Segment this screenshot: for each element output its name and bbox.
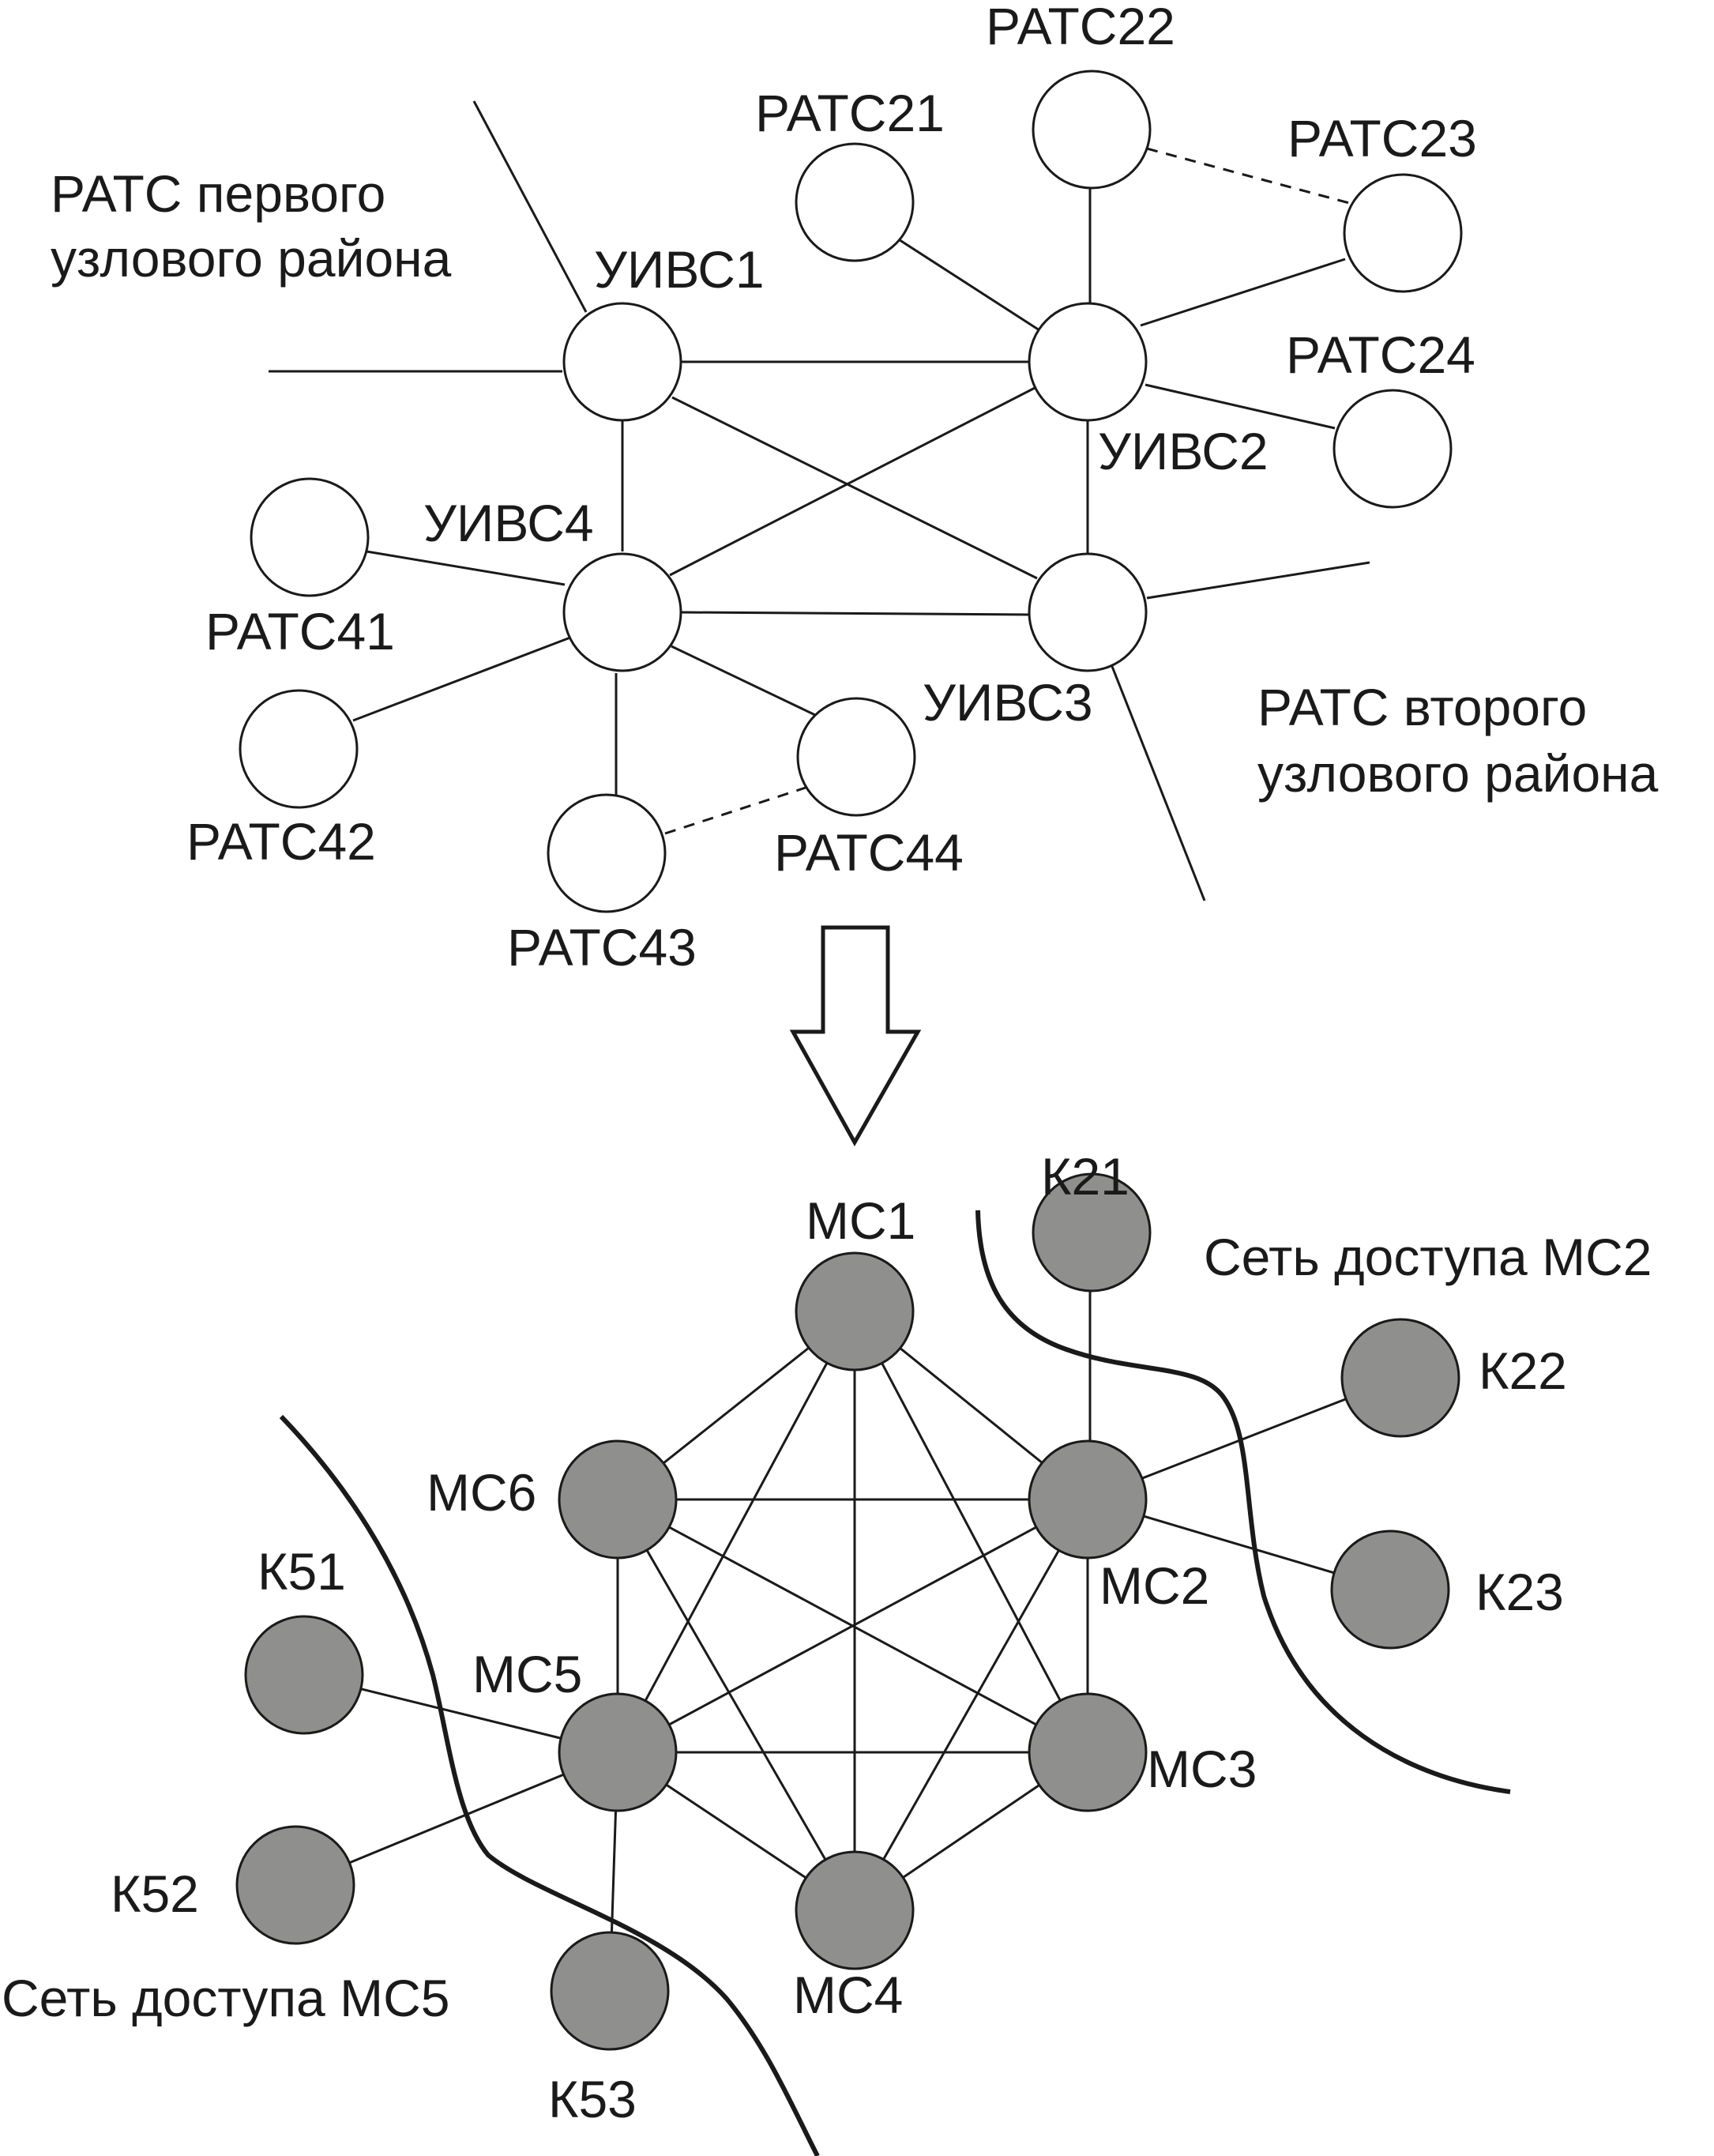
edge-u2-r21 xyxy=(894,235,1040,332)
node-mc5 xyxy=(558,1692,678,1812)
top-network: РАТС первого узлового района РАТС второг… xyxy=(51,0,1659,976)
node-r44 xyxy=(796,697,916,817)
bottom-network: МС1 МС2 МС3 МС4 МС5 МС6 К21 К22 К23 К51 … xyxy=(2,1147,1652,2156)
label-r22: РАТС22 xyxy=(986,0,1175,55)
node-r23 xyxy=(1343,173,1463,293)
label-first-region-line2: узлового района xyxy=(51,229,452,288)
label-k53: К53 xyxy=(548,2070,637,2128)
edge-mc1-mc3 xyxy=(853,1311,1089,1753)
node-mc3 xyxy=(1028,1692,1148,1812)
node-u1 xyxy=(562,302,682,422)
node-r43 xyxy=(547,793,667,913)
edge-u4-r42 xyxy=(352,636,571,722)
label-u1: УИВС1 xyxy=(594,240,765,299)
label-k51: К51 xyxy=(257,1542,346,1601)
label-u2: УИВС2 xyxy=(1098,422,1269,480)
label-k22: К22 xyxy=(1479,1341,1567,1400)
label-u3: УИВС3 xyxy=(923,673,1093,732)
label-mc2: МС2 xyxy=(1099,1556,1209,1615)
node-k53 xyxy=(550,1931,670,2051)
label-access-mc5: Сеть доступа МС5 xyxy=(2,1969,449,2027)
label-mc4: МС4 xyxy=(793,1966,903,2024)
label-r21: РАТС21 xyxy=(755,84,945,142)
label-mc3: МС3 xyxy=(1147,1740,1257,1798)
node-mc1 xyxy=(795,1251,915,1371)
node-u4 xyxy=(562,552,682,672)
node-mc4 xyxy=(795,1850,915,1970)
edge-r22-r23-dashed xyxy=(1146,147,1353,205)
node-r42 xyxy=(239,689,359,809)
edge-r43-r44-dashed xyxy=(664,786,806,835)
edge-u4-r41 xyxy=(366,550,566,586)
node-r41 xyxy=(250,477,370,597)
label-mc6: МС6 xyxy=(427,1463,536,1522)
node-k23 xyxy=(1330,1530,1450,1650)
label-r24: РАТС24 xyxy=(1286,325,1475,384)
label-second-region-line1: РАТС второго xyxy=(1257,678,1587,736)
label-r41: РАТС41 xyxy=(205,602,395,660)
label-r44: РАТС44 xyxy=(774,823,964,882)
node-r24 xyxy=(1332,389,1453,509)
edge-u3-external-right xyxy=(1146,561,1370,600)
node-u3 xyxy=(1028,552,1148,672)
label-access-mc2: Сеть доступа МС2 xyxy=(1204,1228,1652,1286)
edge-mc2-mc4 xyxy=(853,1499,1089,1911)
edge-mc1-mc5 xyxy=(616,1311,856,1753)
boundary-mc2-access xyxy=(975,1210,1511,1794)
node-k22 xyxy=(1340,1318,1460,1438)
boundary-mc5-access xyxy=(279,1414,820,2156)
edge-u2-u4 xyxy=(669,385,1039,577)
edge-u1-external-top xyxy=(472,100,588,313)
node-mc2 xyxy=(1028,1439,1148,1560)
label-mc5: МС5 xyxy=(472,1645,582,1703)
label-second-region-line2: узлового района xyxy=(1257,744,1659,803)
label-k23: К23 xyxy=(1475,1563,1564,1621)
label-k52: К52 xyxy=(111,1864,199,1923)
edge-mc4-mc6 xyxy=(616,1499,856,1911)
edge-u2-r24 xyxy=(1145,383,1336,430)
node-r22 xyxy=(1032,70,1152,190)
label-r42: РАТС42 xyxy=(186,812,376,871)
edge-mc3-mc6 xyxy=(617,1498,1088,1754)
node-k21 xyxy=(1032,1172,1152,1292)
edge-u4-r44 xyxy=(671,645,816,717)
label-first-region-line1: РАТС первого xyxy=(51,164,385,223)
label-k21: К21 xyxy=(1041,1147,1130,1206)
edge-u3-external-bottom xyxy=(1108,660,1206,901)
label-r23: РАТС23 xyxy=(1287,109,1477,167)
node-mc6 xyxy=(558,1439,678,1560)
edge-u4-u3 xyxy=(680,611,1029,616)
node-r21 xyxy=(795,142,915,262)
node-k51 xyxy=(244,1615,364,1735)
node-k52 xyxy=(235,1825,355,1945)
node-u2 xyxy=(1028,302,1148,422)
down-arrow-icon xyxy=(789,925,922,1147)
edge-u1-u3 xyxy=(671,396,1038,580)
edge-u2-r23 xyxy=(1140,258,1346,327)
label-mc1: МС1 xyxy=(806,1191,915,1250)
label-u4: УИВС4 xyxy=(423,494,594,552)
label-r43: РАТС43 xyxy=(507,918,697,976)
